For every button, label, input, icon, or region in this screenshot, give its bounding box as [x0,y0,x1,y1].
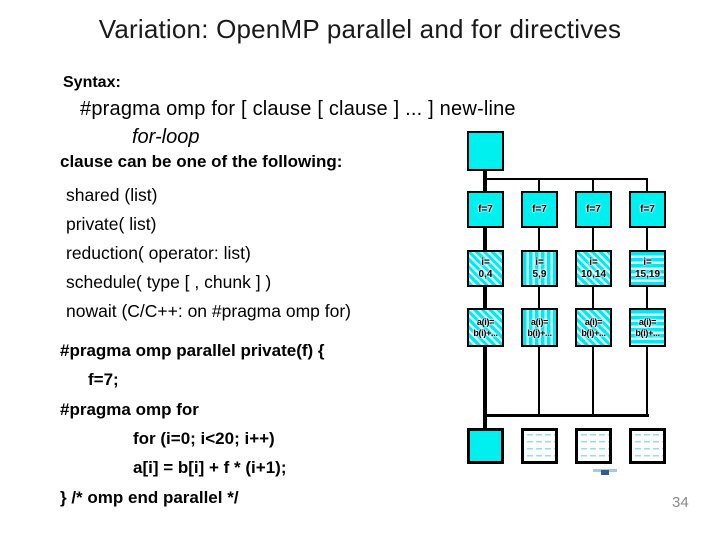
f-label: f=7 [478,203,493,215]
thread-iteration-box: i= 15,19 [629,250,666,287]
thread-iteration-box: i= 10,14 [575,250,612,287]
compute-label: b(i)+... [581,327,606,338]
thread-f-box: f=7 [629,191,666,228]
code-line: for (i=0; i<20; i++) [133,429,275,448]
barrier-marker-nub [601,470,609,475]
clause-item: private( list) [66,214,157,234]
clause-item: nowait (C/C++: on #pragma omp for) [66,301,351,321]
clause-item: reduction( operator: list) [66,243,251,263]
clause-item: shared (list) [66,185,158,205]
thread-compute-box: a(i)= b(i)+... [467,308,504,347]
thread-f-box: f=7 [467,191,504,228]
compute-label: a(i)= [584,316,603,327]
iteration-range: 0,4 [478,268,493,280]
join-barrier-bar [483,414,649,417]
thread-compute-box: a(i)= b(i)+... [521,308,558,347]
code-line: #pragma omp for [60,400,199,419]
thread-line [538,179,540,416]
code-line: f=7; [88,370,119,389]
f-label: f=7 [640,203,655,215]
thread-compute-box: a(i)= b(i)+... [629,308,666,347]
thread-iteration-box: i= 0,4 [467,250,504,287]
idle-thread-box [521,428,558,464]
syntax-pragma-line: #pragma omp for [ clause [ clause ] ... … [80,98,516,120]
master-thread-line [483,171,487,428]
barrier-marker-icon [593,468,617,476]
code-line: } /* omp end parallel */ [60,488,239,507]
compute-label: b(i)+... [527,327,552,338]
thread-line [592,179,594,416]
post-join-master-box [467,428,504,464]
thread-f-box: f=7 [575,191,612,228]
iteration-label: i= [589,257,598,268]
compute-label: b(i)+... [473,327,498,338]
clause-item: schedule( type [ , chunk ] ) [66,272,272,292]
slide-title: Variation: OpenMP parallel and for direc… [98,14,622,44]
syntax-forloop-line: for-loop [132,126,200,148]
compute-label: a(i)= [476,316,495,327]
compute-label: b(i)+... [635,327,660,338]
iteration-range: 5,9 [532,268,547,280]
f-label: f=7 [532,203,547,215]
iteration-range: 15,19 [634,268,661,280]
thread-compute-box: a(i)= b(i)+... [575,308,612,347]
syntax-heading: Syntax: [63,74,121,91]
clause-heading: clause can be one of the following: [60,152,343,171]
code-line: a[i] = b[i] + f * (i+1); [133,458,287,477]
fork-bar [484,178,648,180]
thread-f-box: f=7 [521,191,558,228]
f-label: f=7 [586,203,601,215]
compute-label: a(i)= [638,316,657,327]
idle-thread-box [629,428,666,464]
idle-thread-box [575,428,612,464]
code-line: #pragma omp parallel private(f) { [60,341,325,360]
iteration-label: i= [535,257,544,268]
compute-label: a(i)= [530,316,549,327]
master-thread-box [467,131,504,171]
iteration-label: i= [643,257,652,268]
page-number: 34 [672,494,689,511]
iteration-range: 10,14 [580,268,607,280]
iteration-label: i= [481,257,490,268]
thread-line [646,179,648,416]
thread-iteration-box: i= 5,9 [521,250,558,287]
